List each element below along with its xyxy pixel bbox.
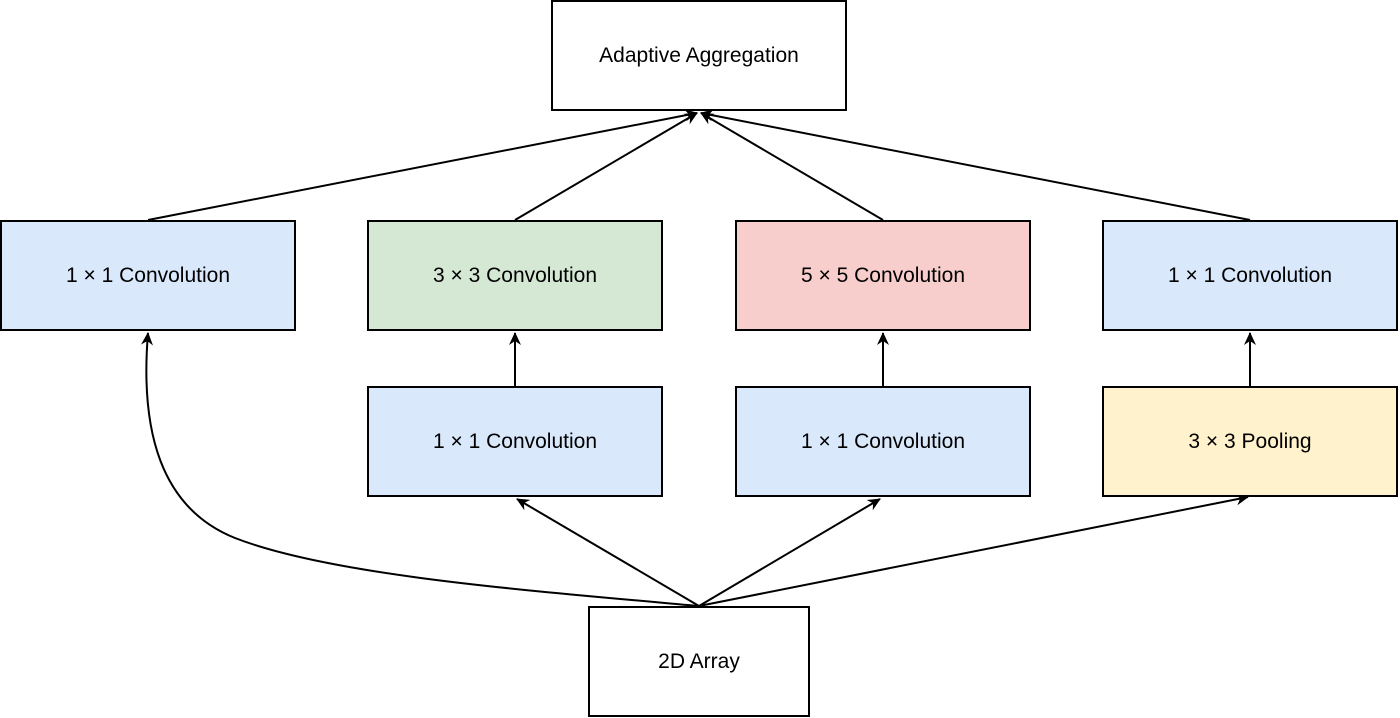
edge-branch1-to-aggregation bbox=[147, 109, 698, 221]
edge-input-to-branch1-conv bbox=[141, 332, 700, 607]
edge-input-to-branch4-pool bbox=[698, 493, 1249, 607]
input-2d-array-node: 2D Array bbox=[588, 606, 810, 717]
adaptive-aggregation-label: Adaptive Aggregation bbox=[599, 43, 799, 67]
branch2-conv3x3-label: 3 × 3 Convolution bbox=[432, 263, 598, 287]
branch4-conv1x1-label: 1 × 1 Convolution bbox=[1167, 263, 1333, 287]
input-2d-array-label: 2D Array bbox=[658, 649, 740, 673]
adaptive-aggregation-node: Adaptive Aggregation bbox=[551, 0, 847, 111]
branch2-conv3x3-node: 3 × 3 Convolution bbox=[367, 220, 663, 331]
branch3-conv5x5-node: 5 × 5 Convolution bbox=[735, 220, 1031, 331]
edge-branch3-to-aggregation bbox=[700, 112, 884, 221]
branch2-conv1x1-node: 1 × 1 Convolution bbox=[367, 386, 663, 497]
branch3-conv5x5-label: 5 × 5 Convolution bbox=[800, 263, 966, 287]
branch3-conv1x1-label: 1 × 1 Convolution bbox=[800, 429, 966, 453]
branch1-conv1x1-label: 1 × 1 Convolution bbox=[65, 263, 231, 287]
branch2-conv1x1-label: 1 × 1 Convolution bbox=[432, 429, 598, 453]
edge-branch2-to-aggregation bbox=[514, 112, 698, 221]
edge-input-to-branch2-conv1 bbox=[516, 498, 700, 607]
branch4-conv1x1-node: 1 × 1 Convolution bbox=[1102, 220, 1398, 331]
branch4-pooling-node: 3 × 3 Pooling bbox=[1102, 386, 1398, 497]
edge-branch4-to-aggregation bbox=[700, 109, 1251, 221]
branch3-conv1x1-node: 1 × 1 Convolution bbox=[735, 386, 1031, 497]
branch1-conv1x1-node: 1 × 1 Convolution bbox=[0, 220, 296, 331]
branch4-pooling-label: 3 × 3 Pooling bbox=[1188, 429, 1312, 453]
edge-input-to-branch3-conv1 bbox=[698, 498, 881, 607]
